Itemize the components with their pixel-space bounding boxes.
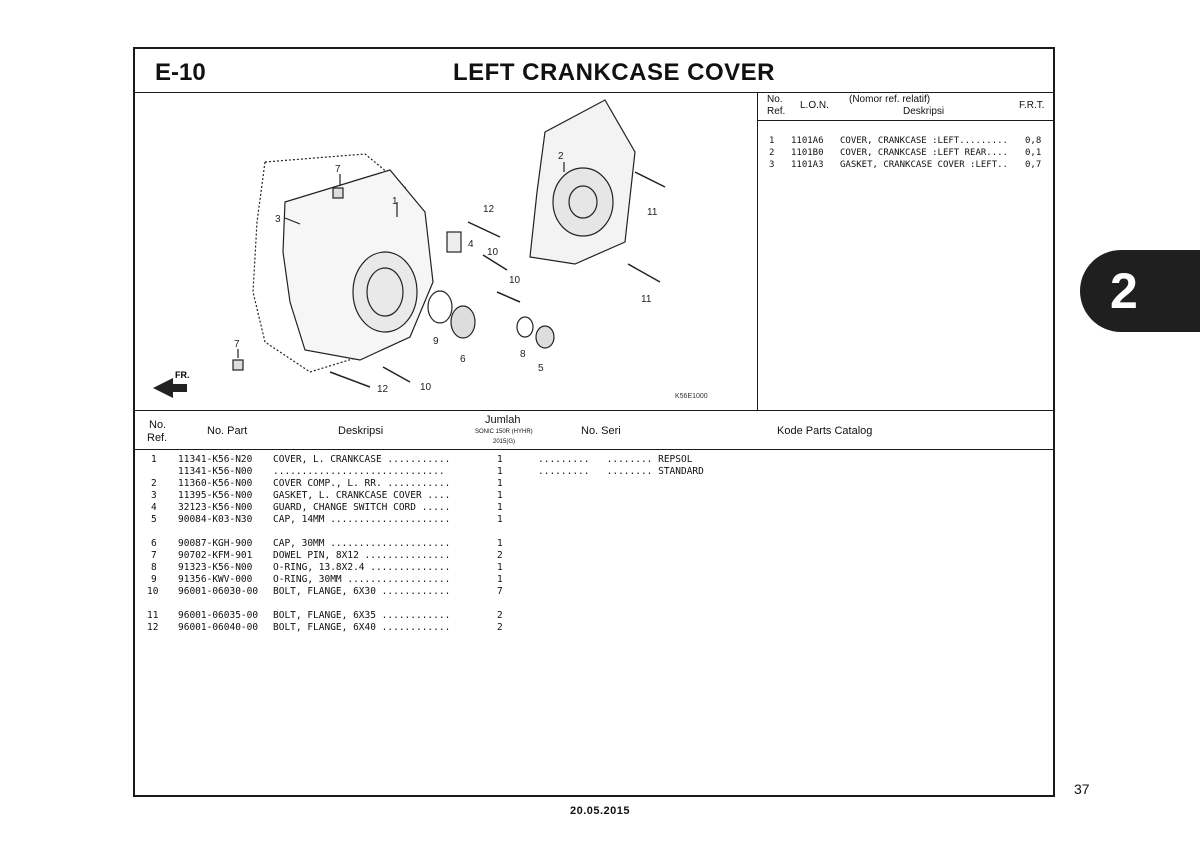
callout-9: 9: [433, 336, 439, 347]
lon-head-frt: F.R.T.: [1019, 100, 1045, 111]
footer-date: 20.05.2015: [569, 805, 631, 817]
crankcase-cover-shape: [282, 169, 434, 361]
page-title: LEFT CRANKCASE COVER: [452, 59, 775, 86]
lon-head-desc-1: (Nomor ref. relatif): [849, 94, 931, 105]
section-divider: [135, 410, 1053, 411]
figure-code: K56E1000: [675, 393, 708, 400]
fr-arrow: [153, 378, 187, 398]
head-part: No. Part: [207, 425, 248, 437]
direction-label: FR.: [175, 370, 190, 380]
catalog-frame: E-10 LEFT CRANKCASE COVER: [133, 47, 1055, 797]
head-seri: No. Seri: [581, 425, 621, 437]
callout-2: 2: [558, 151, 564, 162]
head-catalog: Kode Parts Catalog: [777, 425, 873, 437]
lon-header: No. Ref. L.O.N. (Nomor ref. relatif) Des…: [757, 92, 1055, 121]
lon-head-lon: L.O.N.: [800, 100, 829, 111]
callout-8: 8: [520, 349, 526, 360]
section-tab: 2: [1080, 250, 1200, 332]
lon-head-ref: Ref.: [767, 106, 786, 117]
callout-7b: 7: [234, 339, 240, 350]
head-model: SONIC 150R (HYHR): [475, 429, 533, 435]
exploded-diagram: FR. 1 2 3 4 5 6 7 7 8 9 10 10 10 11 11 1…: [135, 92, 758, 410]
callout-6: 6: [460, 354, 466, 365]
callout-10b: 10: [509, 275, 521, 286]
head-jumlah: Jumlah: [485, 414, 521, 426]
callout-10c: 10: [420, 382, 432, 393]
callout-10a: 10: [487, 247, 499, 258]
callout-4: 4: [468, 239, 474, 250]
callout-11b: 11: [641, 294, 652, 305]
section-tab-label: 2: [1110, 263, 1138, 319]
callout-11a: 11: [647, 207, 658, 218]
head-ref: Ref.: [147, 432, 168, 444]
page-number: 37: [1074, 781, 1090, 797]
parts-table-header: No. Ref. No. Part Deskripsi Jumlah SONIC…: [135, 411, 1053, 450]
head-no: No.: [149, 419, 167, 431]
diagram-drawing: FR. 1 2 3 4 5 6 7 7 8 9 10 10 10 11 11 1…: [153, 99, 708, 400]
lon-panel: No. Ref. L.O.N. (Nomor ref. relatif) Des…: [757, 92, 1055, 410]
callout-1: 1: [392, 196, 398, 207]
callout-12b: 12: [377, 384, 389, 395]
cover-bore: [352, 251, 418, 333]
head-year: 2015(G): [493, 439, 516, 445]
callout-5: 5: [538, 363, 544, 374]
lon-head-no: No.: [767, 94, 783, 105]
callout-12a: 12: [483, 204, 495, 215]
page-header: E-10 LEFT CRANKCASE COVER: [135, 49, 1053, 93]
lon-head-desc-2: Deskripsi: [903, 106, 945, 117]
section-code: E-10: [155, 59, 206, 86]
callout-7a: 7: [335, 164, 341, 175]
callout-3: 3: [275, 214, 281, 225]
head-desc: Deskripsi: [338, 425, 384, 437]
